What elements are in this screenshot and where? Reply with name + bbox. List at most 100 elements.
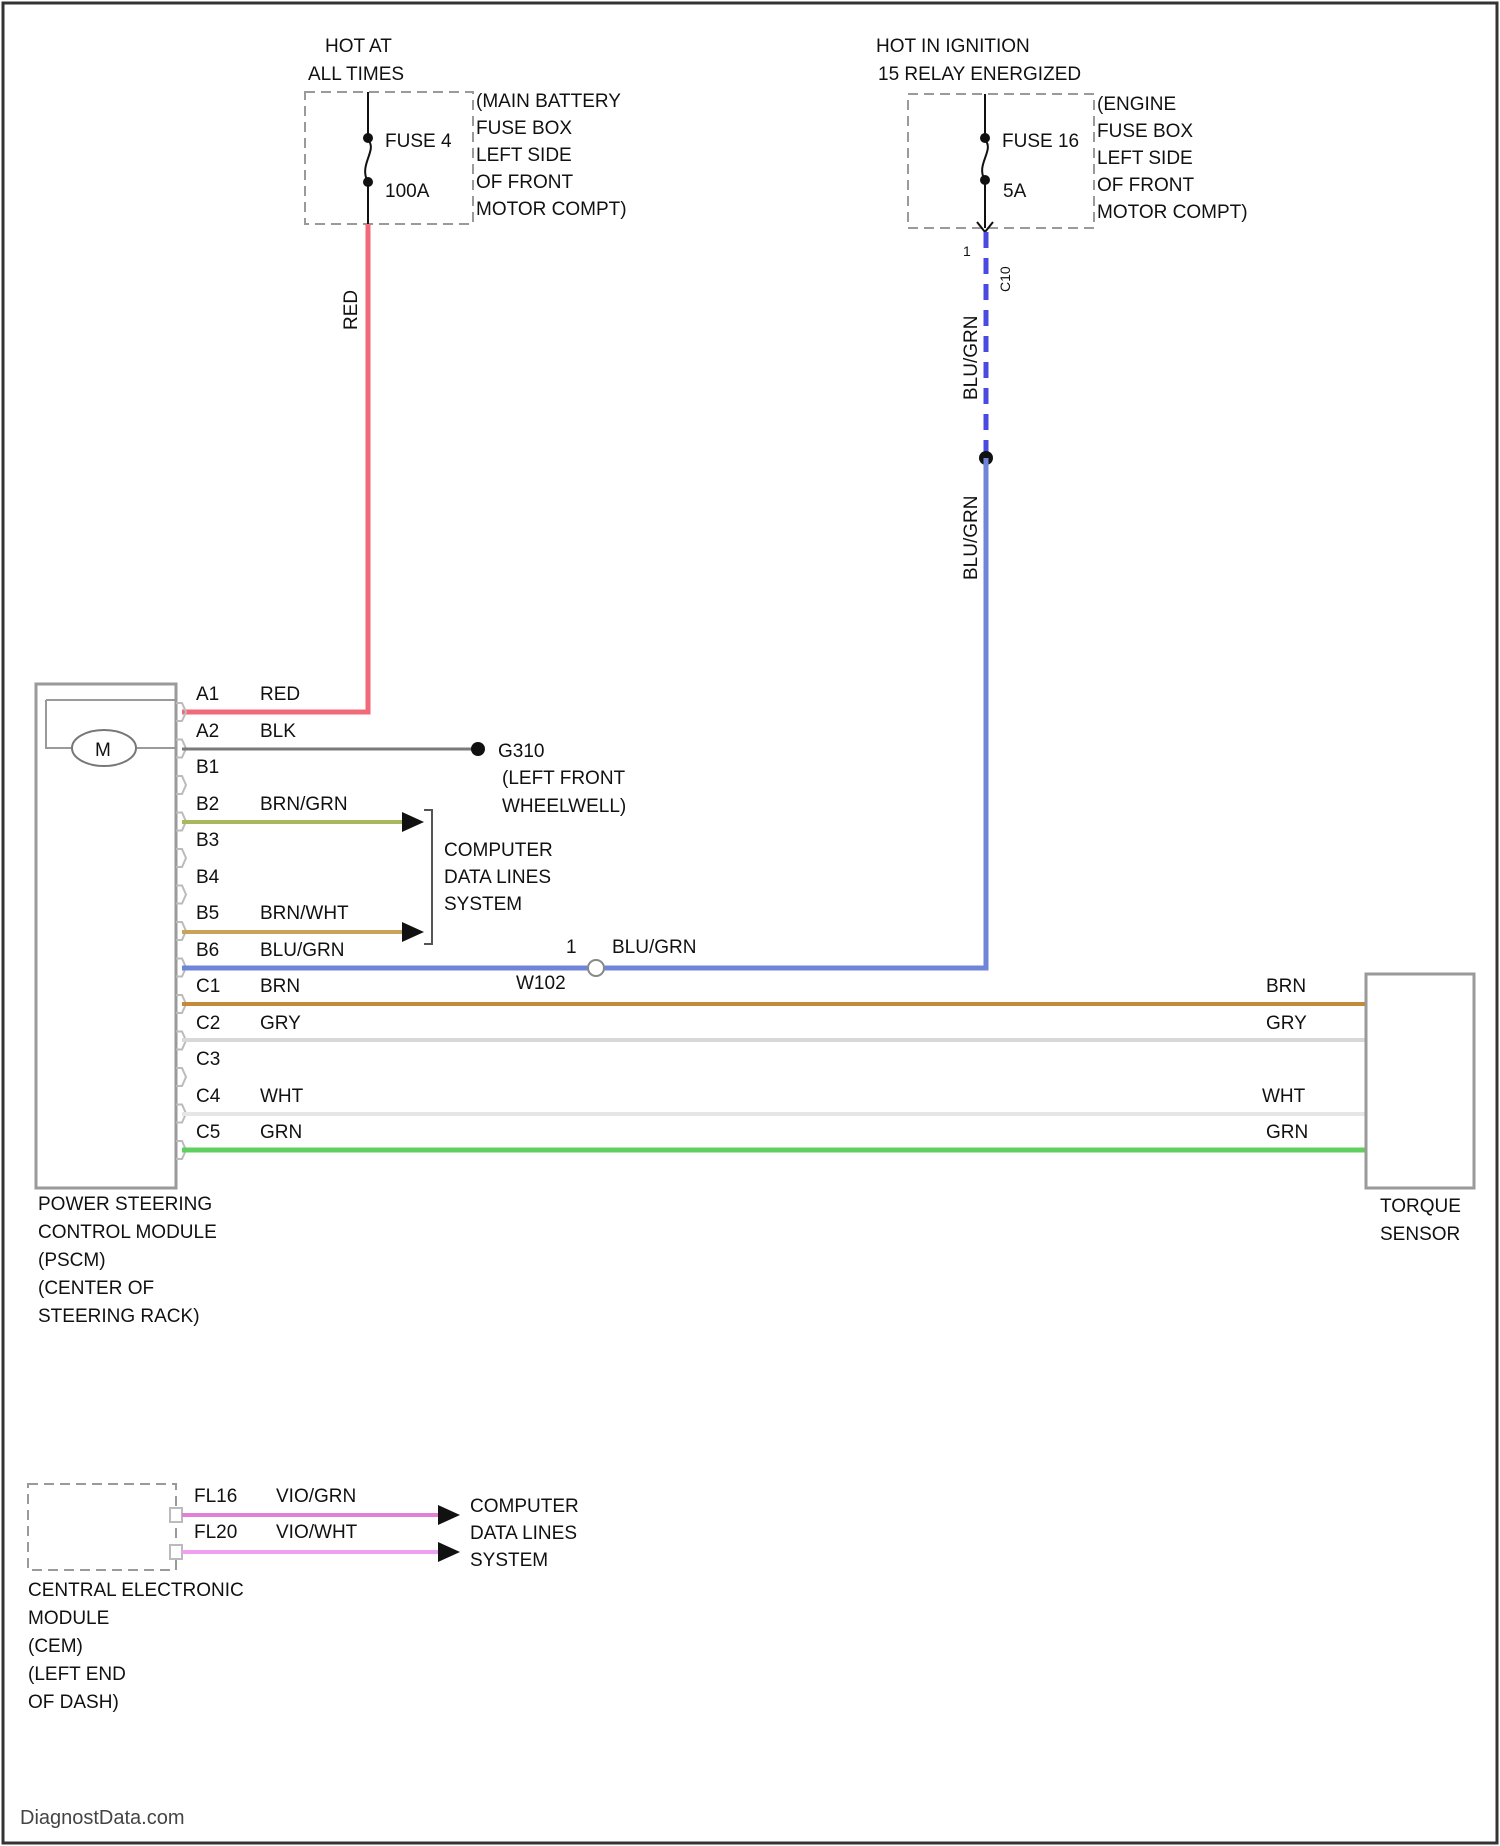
pscm-name-line-2: CONTROL MODULE [38, 1222, 217, 1243]
pscm-wire-C2: GRY [260, 1013, 301, 1034]
pscm-name-line-5: STEERING RACK) [38, 1306, 200, 1327]
data-lines-2-line-1: COMPUTER [470, 1496, 579, 1517]
data-lines-1-line-2: DATA LINES [444, 867, 551, 888]
torque-sensor-name-line-2: SENSOR [1380, 1224, 1460, 1245]
cem-module-box [28, 1484, 176, 1570]
main-fuse-box-line-4: OF FRONT [476, 172, 573, 193]
pscm-pin-B3: B3 [196, 830, 219, 851]
hot-in-ignition-line-1: HOT IN IGNITION [876, 36, 1030, 57]
data-lines-1-line-3: SYSTEM [444, 894, 522, 915]
fuse-16-terminal-left: 1 [963, 243, 971, 259]
cem-pin-fl20: FL20 [194, 1522, 237, 1543]
diagram-border [3, 3, 1497, 1843]
pscm-wire-C1: BRN [260, 976, 300, 997]
data-lines-bracket [424, 810, 432, 944]
engine-fuse-box-outline [908, 94, 1094, 228]
engine-fuse-box-line-3: LEFT SIDE [1097, 148, 1193, 169]
fuse-16-terminal-right: C10 [997, 266, 1013, 292]
fuse-4-node-top [363, 133, 373, 143]
pscm-pin-A1: A1 [196, 684, 219, 705]
pscm-pin-B2: B2 [196, 794, 219, 815]
blu-grn-wire-label-upper: BLU/GRN [961, 316, 982, 400]
fuse-4-symbol [365, 140, 371, 182]
engine-fuse-box-line-5: MOTOR COMPT) [1097, 202, 1248, 223]
data-lines-2-line-3: SYSTEM [470, 1550, 548, 1571]
data-lines-1-line-1: COMPUTER [444, 840, 553, 861]
pscm-wire-B6: BLU/GRN [260, 940, 344, 961]
cem-name-line-2: MODULE [28, 1608, 109, 1629]
pscm-pin-C2: C2 [196, 1013, 220, 1034]
pscm-pin-C1: C1 [196, 976, 220, 997]
fuse-16-symbol [982, 140, 988, 180]
fuse-16-node-top [980, 133, 990, 143]
w102-connector [588, 960, 604, 976]
cem-name-line-5: OF DASH) [28, 1692, 119, 1713]
cem-pin-fl16-connector [170, 1508, 182, 1522]
pscm-wire-A2: BLK [260, 721, 296, 742]
main-fuse-box-line-5: MOTOR COMPT) [476, 199, 627, 220]
w102-wire-label: BLU/GRN [612, 937, 696, 958]
red-wire-label: RED [341, 290, 362, 330]
blu-grn-wire-label-lower: BLU/GRN [961, 496, 982, 580]
w102-pin: 1 [566, 937, 577, 958]
fuse-4-label: FUSE 4 [385, 131, 452, 152]
engine-fuse-box-line-2: FUSE BOX [1097, 121, 1193, 142]
pscm-pin-C3: C3 [196, 1049, 220, 1070]
ground-g310-node [471, 742, 485, 756]
watermark: DiagnostData.com [20, 1807, 185, 1829]
torque-wire-wht: WHT [1262, 1086, 1306, 1107]
fuse-16-label: FUSE 16 [1002, 131, 1079, 152]
pscm-wire-C4: WHT [260, 1086, 304, 1107]
pscm-pin-B5: B5 [196, 903, 219, 924]
pscm-wire-A1: RED [260, 684, 300, 705]
fuse-16-rating: 5A [1003, 181, 1027, 202]
torque-wire-brn: BRN [1266, 976, 1306, 997]
pscm-pin-labels: A1 RED A2 BLK B1 B2 BRN/GRN B3 B4 B5 BRN… [196, 684, 349, 1143]
engine-fuse-box-line-1: (ENGINE [1097, 94, 1176, 115]
torque-wire-grn: GRN [1266, 1122, 1308, 1143]
pscm-pin-B1: B1 [196, 757, 219, 778]
pscm-wire-B5: BRN/WHT [260, 903, 349, 924]
ground-id: G310 [498, 741, 544, 762]
main-fuse-box-line-2: FUSE BOX [476, 118, 572, 139]
ground-location-line-2: WHEELWELL) [502, 796, 626, 817]
cem-wire-fl16: VIO/GRN [276, 1486, 356, 1507]
main-fuse-box-line-3: LEFT SIDE [476, 145, 572, 166]
hot-at-all-times-line-1: HOT AT [325, 36, 392, 57]
hot-at-all-times-line-2: ALL TIMES [308, 64, 404, 85]
pscm-pin-B6: B6 [196, 940, 219, 961]
cem-name-line-1: CENTRAL ELECTRONIC [28, 1580, 244, 1601]
engine-fuse-box-line-4: OF FRONT [1097, 175, 1194, 196]
cem-pin-fl20-connector [170, 1545, 182, 1559]
vio-grn-arrow-icon [438, 1505, 460, 1525]
pscm-pin-B4: B4 [196, 867, 220, 888]
cem-pin-fl16: FL16 [194, 1486, 237, 1507]
pscm-pin-C5: C5 [196, 1122, 220, 1143]
cem-name-line-3: (CEM) [28, 1636, 83, 1657]
torque-sensor-box [1366, 974, 1474, 1188]
hot-in-ignition-line-2: 15 RELAY ENERGIZED [878, 64, 1081, 85]
main-fuse-box-outline [305, 92, 473, 224]
brn-wht-arrow-icon [402, 922, 424, 942]
pscm-name-line-4: (CENTER OF [38, 1278, 154, 1299]
main-fuse-box-line-1: (MAIN BATTERY [476, 91, 621, 112]
data-lines-2-line-2: DATA LINES [470, 1523, 577, 1544]
brn-grn-arrow-icon [402, 812, 424, 832]
blu-grn-wire-upper [600, 458, 986, 968]
torque-sensor-name-line-1: TORQUE [1380, 1196, 1461, 1217]
w102-id: W102 [516, 973, 566, 994]
vio-wht-arrow-icon [438, 1542, 460, 1562]
pscm-wire-B2: BRN/GRN [260, 794, 348, 815]
cem-name-line-4: (LEFT END [28, 1664, 126, 1685]
pscm-pin-A2: A2 [196, 721, 219, 742]
ground-location-line-1: (LEFT FRONT [502, 768, 626, 789]
pscm-name-line-3: (PSCM) [38, 1250, 106, 1271]
pscm-pin-C4: C4 [196, 1086, 221, 1107]
cem-wire-fl20: VIO/WHT [276, 1522, 358, 1543]
fuse-4-rating: 100A [385, 181, 430, 202]
pscm-wire-C5: GRN [260, 1122, 302, 1143]
motor-label: M [95, 740, 111, 761]
torque-wire-gry: GRY [1266, 1013, 1307, 1034]
